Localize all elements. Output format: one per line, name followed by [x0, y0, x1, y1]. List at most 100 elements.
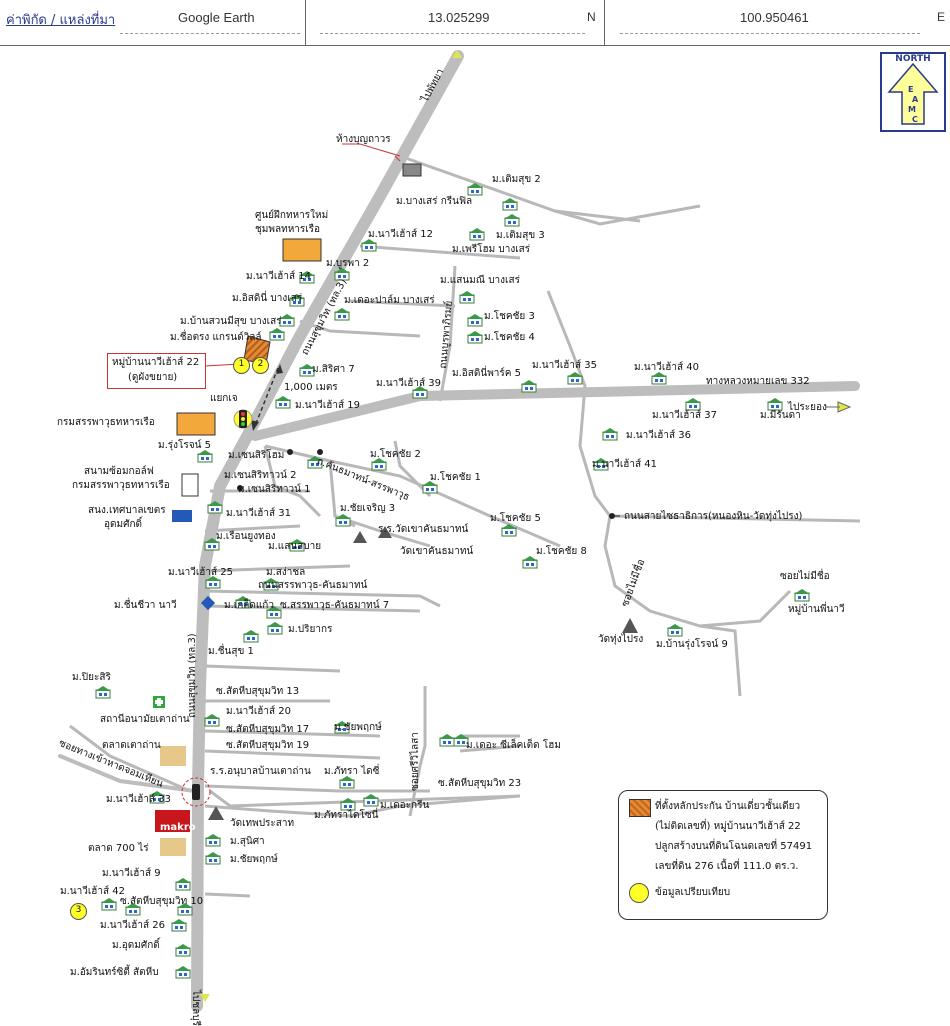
village-sen-siri-town-2: ม.เซนสิริทาวน์ 2 [224, 470, 297, 481]
soi-sanphawut-7: ซ.สรรพาวุธ-คันธมาทน์ 7 [280, 600, 390, 611]
latitude-unit: N [587, 10, 596, 24]
village-label: ม.เติมสุข 2 [492, 174, 541, 185]
longitude-value: 100.950461 [740, 10, 809, 25]
village-label: ม.ภัทราไดโซนี่ [314, 810, 379, 821]
soi-sattahip-13: ซ.สัตหีบสุขุมวิท 13 [216, 686, 300, 697]
landmark-health: สถานีอนามัยเตาถ่าน [100, 714, 190, 725]
village-label: ม.บ้านสวนมีสุข บางเสร่ [180, 316, 282, 327]
village-label: ม.โชคชัย 4 [484, 332, 535, 343]
subject-label-box: หมู่บ้านนาวีเฮ้าส์ 22 (ดูผังขยาย) [107, 353, 206, 389]
village-label: ม.นาวีเฮ้าส์ 19 [295, 400, 360, 411]
village-label: ม.นาวีเฮ้าส์ 31 [226, 508, 291, 519]
village-label: ม.บางเสร่ กรีนฟิล [396, 196, 473, 207]
village-label: หมู่บ้านพี่นาวี [788, 604, 845, 615]
village-label: ม.สง่าชล [266, 567, 306, 578]
north-arrow-icon [887, 62, 939, 125]
village-label: ม.เซนสิริโฮม [228, 450, 285, 461]
landmark-navy-training: ศูนย์ฝึกทหารใหม่ [255, 210, 329, 221]
village-label: ม.โชคชัย 8 [536, 546, 587, 557]
village-label: ม.เดอะกรีน [380, 800, 430, 811]
north-letter-m: M [908, 105, 916, 114]
source-label: ค่าพิกัด / แหล่งที่มา [6, 13, 116, 28]
village-label: ม.อุดมศักดิ์ [112, 940, 160, 951]
village-label: ม.ชื่อตรง แกรนด์วิลล์ [170, 332, 262, 343]
village-label: ม.เดอะ ซีเล็คเต็ด โฮม [466, 740, 561, 751]
village-label: ม.นาวีเฮ้าส์ 37 [652, 410, 717, 421]
village-label: ม.เรือนยูงทอง [216, 531, 276, 542]
village-label: ม.ชื่นชีวา นาวี [114, 600, 177, 611]
village-label: ม.บูรพา 2 [326, 258, 370, 269]
village-label: ม.แสนมณี บางเสร่ [440, 275, 520, 286]
village-label: ม.นาวีเฮ้าส์ 40 [634, 362, 699, 373]
collateral-swatch-icon [629, 799, 651, 817]
village-label: ม.ปริยากร [288, 624, 333, 635]
village-label: ม.นาวีเฮ้าส์ 42 [60, 886, 125, 897]
source-value: Google Earth [178, 10, 255, 25]
landmark-market700: ตลาด 700 ไร่ [88, 843, 149, 854]
road-soi-maimichue-2: ซอยไม่มีชื่อ [780, 571, 830, 582]
north-letter-e: E [908, 85, 914, 94]
soi-sattahip-19: ซ.สัตหีบสุขุมวิท 19 [226, 740, 310, 751]
road-hwy332: ทางหลวงหมายเลข 332 [706, 376, 810, 387]
village-label: ม.นาวีเฮ้าส์ 12 [368, 229, 433, 240]
subject-label: หมู่บ้านนาวีเฮ้าส์ 22 [112, 357, 200, 368]
landmark-school-khan: ร.ร.วัดเขาคันธมาทน์ [378, 524, 469, 535]
village-label: ม.มีรันดา [760, 410, 801, 421]
village-label: ม.เพรีโฮม บางเสร่ [452, 244, 531, 255]
landmark-municipality-2: อุดมศักดิ์ [104, 519, 142, 530]
soi-sattahip-10: ซ.สัตหีบสุขุมวิท 10 [120, 896, 204, 907]
village-label: ม.เติมสุข 3 [496, 230, 545, 241]
village-label: ม.โชคชัย 2 [370, 449, 421, 460]
village-label: ม.โชคชัย 5 [490, 513, 541, 524]
village-label: ม.นาวีเฮ้าส์ 25 [168, 567, 233, 578]
village-label: ม.ชัยพฤกษ์ [230, 854, 278, 865]
village-label: ม.นาวีเฮ้าส์ 36 [626, 430, 691, 441]
map-legend: ที่ตั้งหลักประกัน บ้านเดี่ยวชั้นเดียว (ไ… [618, 790, 828, 920]
road-sukhumvit-lower: ถนนสุขุมวิท (ทล.3) [187, 633, 198, 718]
village-label: ม.เดอะปาล์ม บางเสร่ [344, 295, 435, 306]
village-label: ม.ชัยเจริญ 3 [340, 503, 396, 514]
road-soi-sriwilai: ซอยศรีวิไลสา [410, 732, 421, 791]
north-label: NORTH [895, 54, 931, 64]
village-label: ม.สิริศา 7 [312, 364, 355, 375]
landmark-municipality: สนง.เทศบาลเขตร [88, 505, 166, 516]
legend-line-2: (ไม่ติดเลขที่) หมู่บ้านนาวีเฮ้าส์ 22 [655, 821, 801, 832]
soi-sattahip-17: ซ.สัตหีบสุขุมวิท 17 [226, 724, 310, 735]
village-label: ม.สุนิศา [230, 836, 265, 847]
north-letter-a: A [912, 95, 919, 104]
location-map: 1 2 3 หมู่บ้านนาวีเฮ้าส์ 22 (ดูผังขยาย) … [0, 46, 950, 1026]
north-letter-c: C [912, 115, 918, 124]
legend-line-3: ปลูกสร้างบนที่ดินโฉนดเลขที่ 57491 [655, 841, 813, 852]
north-arrow: NORTH E A M C [880, 52, 946, 132]
village-label: ม.ภัทรา ไดซี่ [324, 766, 380, 777]
legend-line-1: ที่ตั้งหลักประกัน บ้านเดี่ยวชั้นเดียว [655, 801, 801, 812]
road-nongsing: ถนนสายไซธาธิการ(หนองหิน-วัดทุ่งไปรง) [624, 511, 803, 522]
landmark-wat-theppra: วัดเทพประสาท [230, 818, 295, 829]
longitude-unit: E [937, 10, 946, 24]
village-sen-siri-town-1: ม.เซนสิริทาวน์ 1 [238, 484, 311, 495]
road-sanphawut-khanthamat: ถนนสรรพาวุธ-คันธมาทน์ [258, 580, 368, 591]
landmark-market: ตลาดเตาถ่าน [102, 740, 161, 751]
landmark-wat-thungprong: วัดทุ่งไปรง [598, 634, 644, 645]
landmark-bunthawon: ห้างบุญถาวร [336, 134, 391, 145]
road-network [58, 50, 861, 1012]
village-label: ม.นาวีเฮ้าส์ 41 [592, 459, 657, 470]
marker-2: 2 [252, 357, 269, 374]
landmark-golf: สนามซ้อมกอล์ฟ [84, 466, 154, 477]
marker-3: 3 [70, 903, 87, 920]
landmark-school-tao: ร.ร.อนุบาลบ้านเตาถ่าน [210, 766, 311, 777]
landmark-wat-khan: วัดเขาคันธมาทน์ [400, 546, 474, 557]
village-label: ม.นาวีเฮ้าส์ 9 [102, 868, 161, 879]
village-label: ม.นาวีเฮ้าส์ 33 [106, 794, 171, 805]
village-label: ม.อัมรินทร์ซิตี้ สัตหีบ [70, 967, 159, 978]
landmark-navy-ordnance: กรมสรรพาวุธทหารเรือ [57, 417, 155, 428]
village-label: ม.โชคชัย 1 [430, 472, 481, 483]
legend-line-4: เลขที่ดิน 276 เนื้อที่ 111.0 ตร.ว. [655, 861, 799, 872]
village-label: ม.แสนสบาย [268, 541, 322, 552]
coordinate-header: ค่าพิกัด / แหล่งที่มา Google Earth 13.02… [0, 0, 950, 46]
village-label: ม.อิสดินี่พาร์ค 5 [452, 368, 522, 379]
legend-line-5: ข้อมูลเปรียบเทียบ [655, 887, 731, 898]
subject-sublabel: (ดูผังขยาย) [128, 372, 178, 383]
village-label: ม.ปิยะสิริ [72, 672, 111, 683]
village-label: ม.บ้านรุ่งโรจน์ 9 [656, 639, 728, 650]
